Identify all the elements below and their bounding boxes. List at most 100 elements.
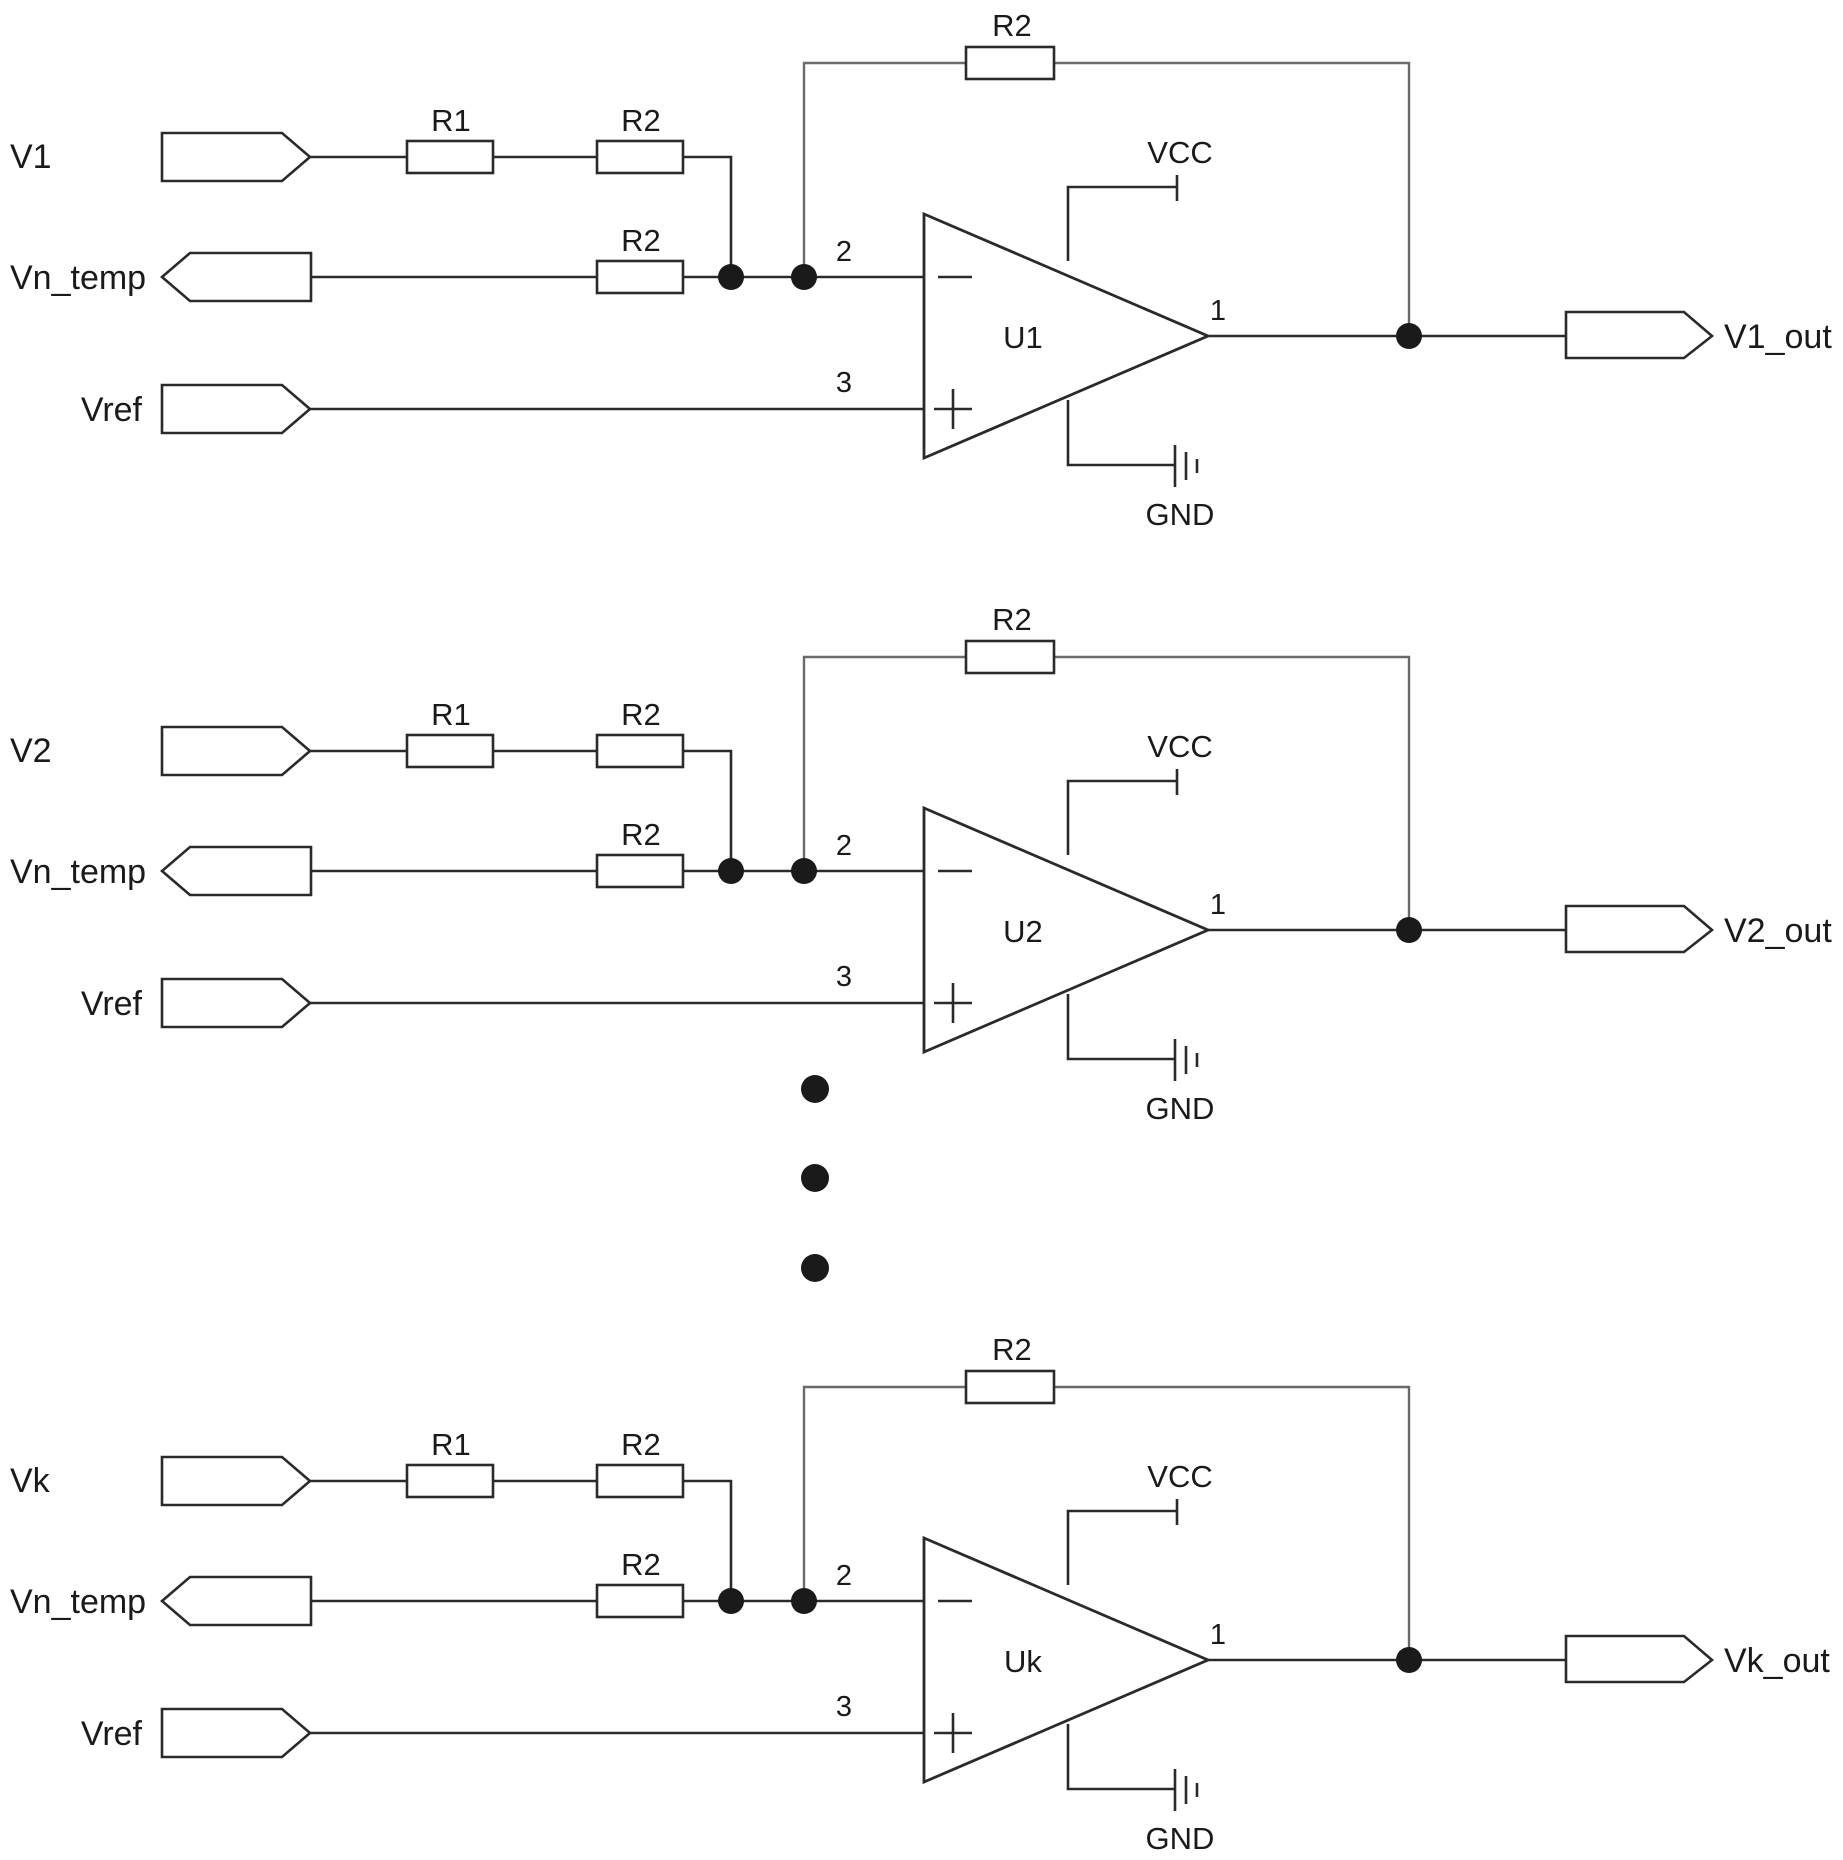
reference-port bbox=[160, 1707, 312, 1759]
resistor-feedback-label: R2 bbox=[992, 602, 1032, 637]
pin-output-label: 1 bbox=[1210, 889, 1226, 921]
pin-noninverting-label: 3 bbox=[836, 1691, 852, 1723]
pin-inverting-label: 2 bbox=[836, 830, 852, 862]
output-label: V1_out bbox=[1724, 318, 1832, 356]
pin-noninverting-label: 3 bbox=[836, 367, 852, 399]
pin-output-label: 1 bbox=[1210, 1619, 1226, 1651]
input-label: Vk bbox=[10, 1462, 51, 1500]
resistor-series-a-label: R1 bbox=[431, 697, 471, 732]
temp-label: Vn_temp bbox=[10, 259, 146, 297]
output-label: V2_out bbox=[1724, 912, 1832, 950]
wire-feedback-left bbox=[802, 655, 966, 871]
junction-dot bbox=[791, 264, 817, 290]
wire-gnd bbox=[1066, 994, 1175, 1061]
pin-inverting-label: 2 bbox=[836, 1560, 852, 1592]
junction-dot bbox=[1396, 917, 1422, 943]
resistor-series-b-label: R2 bbox=[621, 1427, 661, 1462]
resistor-feedback bbox=[964, 639, 1056, 675]
wire-r2-node bbox=[683, 155, 733, 277]
temp-port bbox=[160, 1575, 313, 1627]
reference-port bbox=[160, 977, 312, 1029]
junction-dot bbox=[718, 858, 744, 884]
junction-dot bbox=[718, 1588, 744, 1614]
temp-port bbox=[160, 251, 313, 303]
input-port bbox=[160, 725, 312, 777]
resistor-feedback bbox=[964, 1369, 1056, 1405]
temp-label: Vn_temp bbox=[10, 853, 146, 891]
input-port bbox=[160, 131, 312, 183]
continuation-dot bbox=[801, 1164, 829, 1192]
resistor-feedback bbox=[964, 45, 1056, 81]
output-port bbox=[1564, 904, 1715, 954]
resistor-series-a bbox=[405, 1463, 495, 1499]
temp-port bbox=[160, 845, 313, 897]
pin-noninverting-label: 3 bbox=[836, 961, 852, 993]
continuation-dot bbox=[801, 1254, 829, 1282]
resistor-temp-label: R2 bbox=[621, 223, 661, 258]
junction-dot bbox=[791, 1588, 817, 1614]
wire-feedback-left bbox=[802, 61, 966, 277]
reference-label: Vref bbox=[81, 391, 143, 429]
op-amp-label: U1 bbox=[1003, 320, 1043, 355]
op-amp bbox=[922, 1535, 1212, 1785]
op-amp-label: Uk bbox=[1004, 1644, 1042, 1679]
wire-vcc bbox=[1066, 185, 1177, 261]
resistor-temp-label: R2 bbox=[621, 817, 661, 852]
resistor-series-b-label: R2 bbox=[621, 103, 661, 138]
wire-gnd bbox=[1066, 400, 1175, 467]
gnd-label: GND bbox=[1146, 1091, 1215, 1126]
wire-feedback-right bbox=[1054, 61, 1411, 336]
resistor-temp-label: R2 bbox=[621, 1547, 661, 1582]
pin-inverting-label: 2 bbox=[836, 236, 852, 268]
resistor-series-a bbox=[405, 733, 495, 769]
resistor-temp bbox=[595, 1583, 685, 1619]
op-amp-label: U2 bbox=[1003, 914, 1043, 949]
junction-dot bbox=[1396, 1647, 1422, 1673]
gnd-label: GND bbox=[1146, 497, 1215, 532]
gnd-label: GND bbox=[1146, 1821, 1215, 1856]
junction-dot bbox=[1396, 323, 1422, 349]
resistor-series-b-label: R2 bbox=[621, 697, 661, 732]
junction-dot bbox=[791, 858, 817, 884]
vcc-label: VCC bbox=[1147, 729, 1212, 764]
resistor-series-a-label: R1 bbox=[431, 103, 471, 138]
resistor-series-b bbox=[595, 139, 685, 175]
wire-vcc bbox=[1066, 1509, 1177, 1585]
wire-r2-node bbox=[683, 749, 733, 871]
input-label: V1 bbox=[10, 138, 52, 176]
resistor-series-a bbox=[405, 139, 495, 175]
wire-feedback-right bbox=[1054, 655, 1411, 930]
wire-r2-node bbox=[683, 1479, 733, 1601]
resistor-series-a-label: R1 bbox=[431, 1427, 471, 1462]
resistor-temp bbox=[595, 259, 685, 295]
reference-port bbox=[160, 383, 312, 435]
continuation-dots bbox=[801, 1075, 829, 1282]
output-port bbox=[1564, 310, 1715, 360]
resistor-temp bbox=[595, 853, 685, 889]
wire-feedback-left bbox=[802, 1385, 966, 1601]
pin-output-label: 1 bbox=[1210, 295, 1226, 327]
vcc-label: VCC bbox=[1147, 1459, 1212, 1494]
op-amp bbox=[922, 805, 1212, 1055]
resistor-series-b bbox=[595, 733, 685, 769]
op-amp bbox=[922, 211, 1212, 461]
vcc-label: VCC bbox=[1147, 135, 1212, 170]
reference-label: Vref bbox=[81, 1715, 143, 1753]
wire-vcc bbox=[1066, 779, 1177, 855]
output-label: Vk_out bbox=[1724, 1642, 1830, 1680]
wire-gnd bbox=[1066, 1724, 1175, 1791]
input-label: V2 bbox=[10, 732, 52, 770]
resistor-feedback-label: R2 bbox=[992, 1332, 1032, 1367]
wire-feedback-right bbox=[1054, 1385, 1411, 1660]
continuation-dot bbox=[801, 1075, 829, 1103]
reference-label: Vref bbox=[81, 985, 143, 1023]
temp-label: Vn_temp bbox=[10, 1583, 146, 1621]
resistor-feedback-label: R2 bbox=[992, 8, 1032, 43]
resistor-series-b bbox=[595, 1463, 685, 1499]
junction-dot bbox=[718, 264, 744, 290]
output-port bbox=[1564, 1634, 1715, 1684]
